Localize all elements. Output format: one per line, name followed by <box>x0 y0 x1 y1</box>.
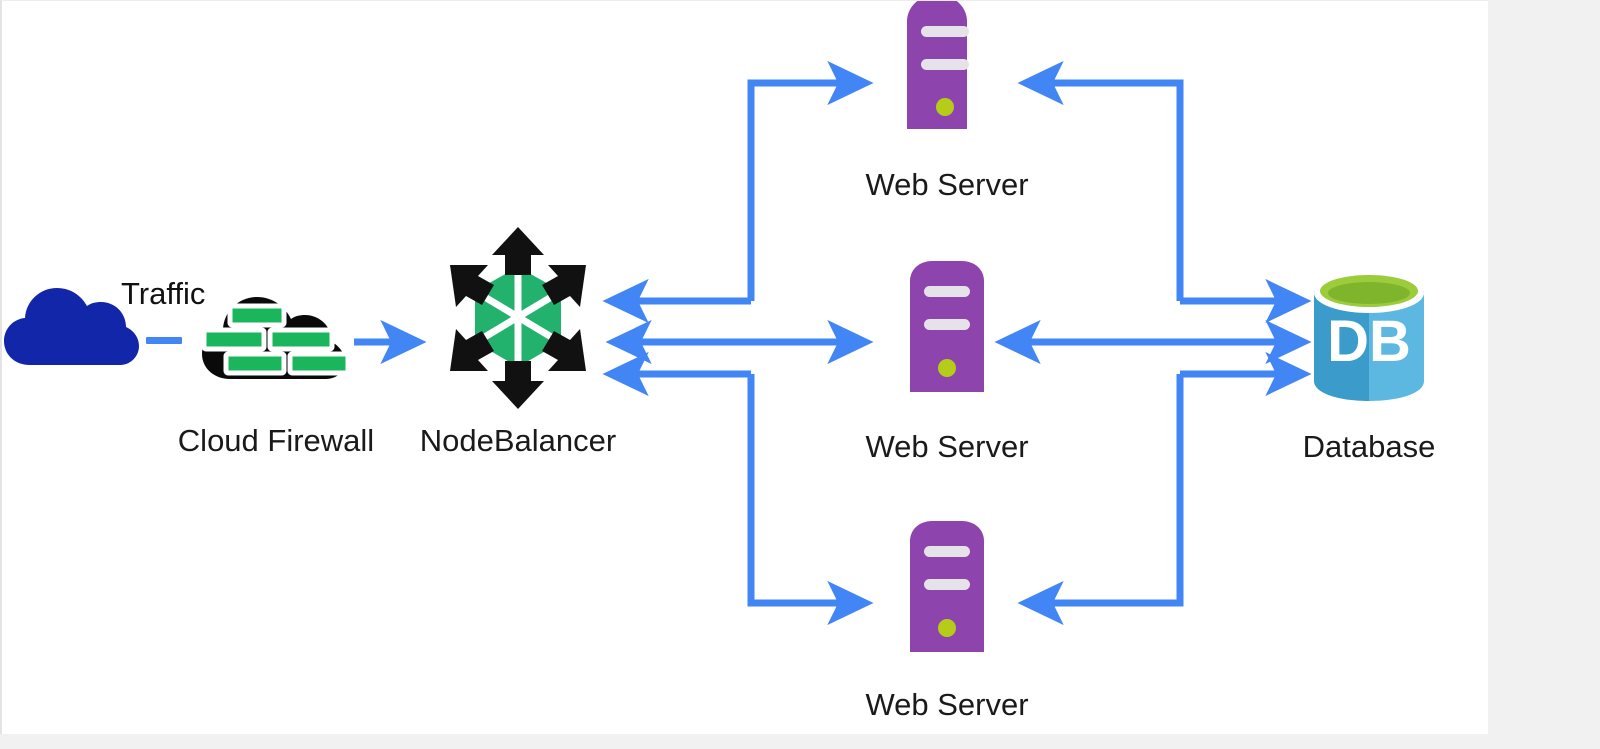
traffic-dash-connector <box>146 337 182 344</box>
web-server-3-node[interactable] <box>907 519 987 652</box>
database-icon: DB <box>1314 273 1424 401</box>
web-server-3-label: Web Server <box>865 687 1029 722</box>
diagram-canvas: Traffic Cloud Firewall <box>0 0 1488 734</box>
web-server-2-label: Web Server <box>865 429 1029 464</box>
web-server-1-node[interactable] <box>889 0 985 129</box>
traffic-label: Traffic <box>121 276 206 311</box>
nodebalancer-icon <box>450 227 586 409</box>
database-label: Database <box>1302 429 1436 464</box>
server-icon <box>907 0 969 129</box>
firewall-icon <box>201 297 351 379</box>
server-icon <box>910 521 984 652</box>
wire-db-to-server3 <box>1017 374 1184 626</box>
web-server-2-node[interactable] <box>907 259 987 392</box>
database-text: DB <box>1327 309 1411 374</box>
cloud-icon <box>4 288 139 365</box>
internet-cloud-node[interactable] <box>2 283 142 367</box>
cloud-firewall-node[interactable] <box>196 289 351 381</box>
server-icon <box>910 261 984 392</box>
nodebalancer-label: NodeBalancer <box>419 423 617 458</box>
cloud-firewall-label: Cloud Firewall <box>177 423 375 458</box>
database-node[interactable]: DB <box>1310 269 1428 403</box>
wire-nb-to-server3 <box>747 374 874 626</box>
web-server-1-label: Web Server <box>865 167 1029 202</box>
nodebalancer-node[interactable] <box>426 225 610 411</box>
